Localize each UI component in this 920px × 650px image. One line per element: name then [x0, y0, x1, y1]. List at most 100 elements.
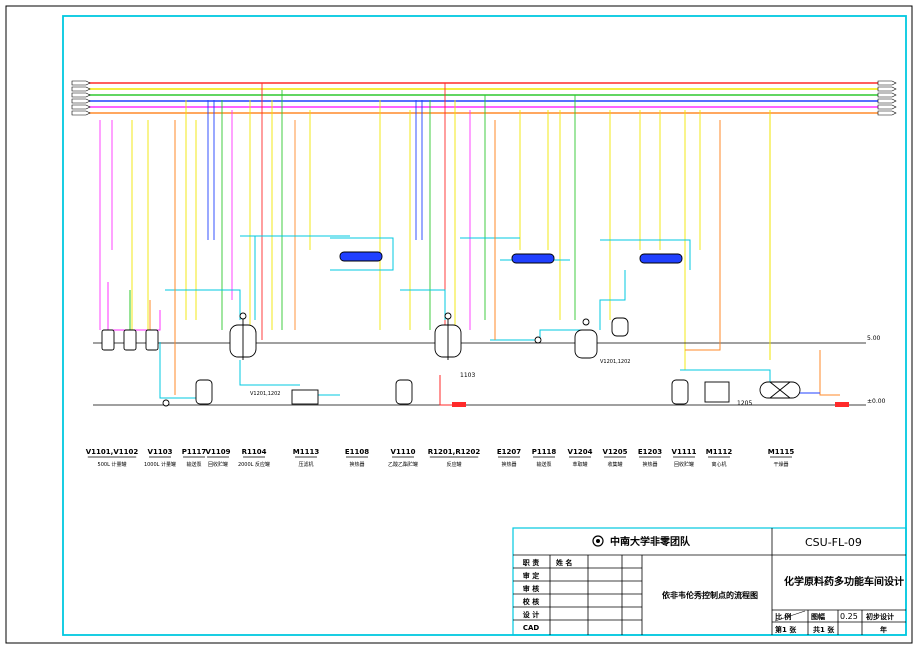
dryer-m1115 [759, 381, 801, 399]
process-piping [107, 110, 840, 406]
equipment-desc: 输送泵 [186, 461, 201, 468]
equipment-tag: V1205 [603, 448, 628, 456]
drawing-title: 依非韦伦秀控制点的流程图 [662, 590, 758, 600]
outer-frame [5, 5, 913, 644]
title-block-text: 中南大学非零团队 CSU-FL-09 化学原料药多功能车间设计 依非韦伦秀控制点… [523, 535, 904, 634]
sheet-number: 第1 张 [775, 625, 797, 634]
equipment-desc: 干燥器 [773, 461, 788, 468]
utility-risers [99, 83, 701, 370]
reactor-r1201 [434, 312, 462, 360]
equipment-tag: V1101,V1102 [86, 448, 139, 456]
project-name: 化学原料药多功能车间设计 [784, 575, 904, 588]
equipment-desc: 换热器 [501, 461, 516, 468]
equipment-tag: R1104 [242, 448, 267, 456]
r1104-tag-label: V1201,1202 [250, 391, 280, 397]
equipment-desc: 压滤机 [298, 461, 313, 468]
name-header: 姓 名 [555, 558, 572, 567]
equipment-desc: 换热器 [349, 461, 364, 468]
equipment-tag: V1111 [672, 448, 697, 456]
equipment-tag: V1103 [148, 448, 173, 456]
header-inlet-arrow [71, 80, 91, 86]
equipment-annotations: 1103 1205 V1201,1202 V1201,1202 [250, 359, 752, 407]
org-logo [592, 535, 604, 547]
tank-v1103 [145, 329, 159, 351]
design-stage: 初步设计 [866, 612, 894, 621]
role-label: 审 核 [523, 584, 539, 593]
org-name: 中南大学非零团队 [610, 535, 691, 548]
sheet-total: 共1 张 [813, 625, 835, 634]
equipment-desc: 离心机 [711, 461, 726, 468]
centrifuge-m1112 [704, 381, 730, 403]
equipment-tag: M1115 [768, 448, 795, 456]
level-ground-label: ±0.00 [867, 398, 886, 405]
equipment-desc: 乙酸乙酯贮罐 [388, 461, 418, 468]
header-inlet-arrow [71, 98, 91, 104]
header-inlet-arrow [71, 86, 91, 92]
header-outlet-arrow [877, 98, 897, 104]
r1201-sub-label: 1103 [460, 372, 475, 379]
equipment-desc: 2000L 反应罐 [238, 461, 270, 468]
equipment-tag: V1204 [568, 448, 593, 456]
tank-v1110 [395, 379, 413, 405]
header-outlet-arrow [877, 104, 897, 110]
scale-label: 比 例 [775, 612, 791, 621]
inner-frame [62, 15, 907, 636]
sheet-label: 图幅 [811, 612, 825, 621]
equipment-tag: E1203 [638, 448, 662, 456]
equipment-symbols [101, 251, 849, 407]
level-upper-label: 5.00 [867, 335, 881, 342]
pump-p1117 [162, 399, 170, 407]
e1205-label: 1205 [737, 400, 752, 407]
equipment-desc: 1000L 计量罐 [144, 461, 176, 468]
exchanger-e1108 [339, 251, 383, 262]
role-label: CAD [523, 624, 540, 632]
equipment-desc: 500L 计量罐 [98, 461, 127, 468]
v1204-tag-label: V1201,1202 [600, 359, 630, 365]
role-label: 职 责 [523, 558, 539, 567]
tank-v1101 [101, 329, 115, 351]
equipment-desc: 收集罐 [607, 461, 622, 468]
equipment-tag: R1201,R1202 [428, 448, 481, 456]
equipment-tag: M1113 [293, 448, 320, 456]
equipment-desc: 换热器 [642, 461, 657, 468]
tank-v1205 [611, 317, 629, 337]
role-column: 职 责审 定审 核校 核设 计 CAD [523, 558, 540, 632]
header-outlet-arrow [877, 92, 897, 98]
filter-press-m1113 [291, 389, 319, 405]
equipment-tag: E1108 [345, 448, 369, 456]
pump-p1118 [534, 336, 542, 344]
equipment-tag: V1110 [391, 448, 416, 456]
title-block [512, 527, 907, 636]
tank-v1204 [574, 318, 598, 359]
floor-levels: 5.00 ±0.00 [93, 335, 886, 406]
tank-v1102 [123, 329, 137, 351]
equipment-desc: 回收贮罐 [208, 461, 228, 468]
sheet-size: 0.25 [840, 612, 858, 621]
equipment-tag: P1118 [532, 448, 557, 456]
equipment-label-row: V1101,V1102 500L 计量罐 V1103 1000L 计量罐 P1117 输送… [86, 448, 795, 468]
exchanger-e1203 [639, 253, 683, 264]
equipment-desc: 反应罐 [446, 461, 461, 468]
exchanger-e1207 [511, 253, 555, 264]
tank-v1109 [195, 379, 213, 405]
utility-header-lines [71, 80, 897, 116]
equipment-tag: V1109 [206, 448, 231, 456]
equipment-desc: 萃取罐 [572, 461, 587, 468]
tank-v1111 [671, 379, 689, 405]
drawing-number: CSU-FL-09 [805, 536, 862, 549]
role-label: 审 定 [523, 571, 539, 580]
equipment-tag: P1117 [182, 448, 207, 456]
reactor-r1104 [229, 312, 257, 360]
equipment-desc: 回收贮罐 [674, 461, 694, 468]
header-inlet-arrow [71, 104, 91, 110]
header-outlet-arrow [877, 80, 897, 86]
header-inlet-arrow [71, 110, 91, 116]
equipment-tag: M1112 [706, 448, 733, 456]
role-label: 校 核 [523, 597, 539, 606]
role-label: 设 计 [523, 610, 539, 619]
ground-strainer-2 [835, 402, 849, 407]
header-outlet-arrow [877, 86, 897, 92]
equipment-desc: 输送泵 [536, 461, 551, 468]
